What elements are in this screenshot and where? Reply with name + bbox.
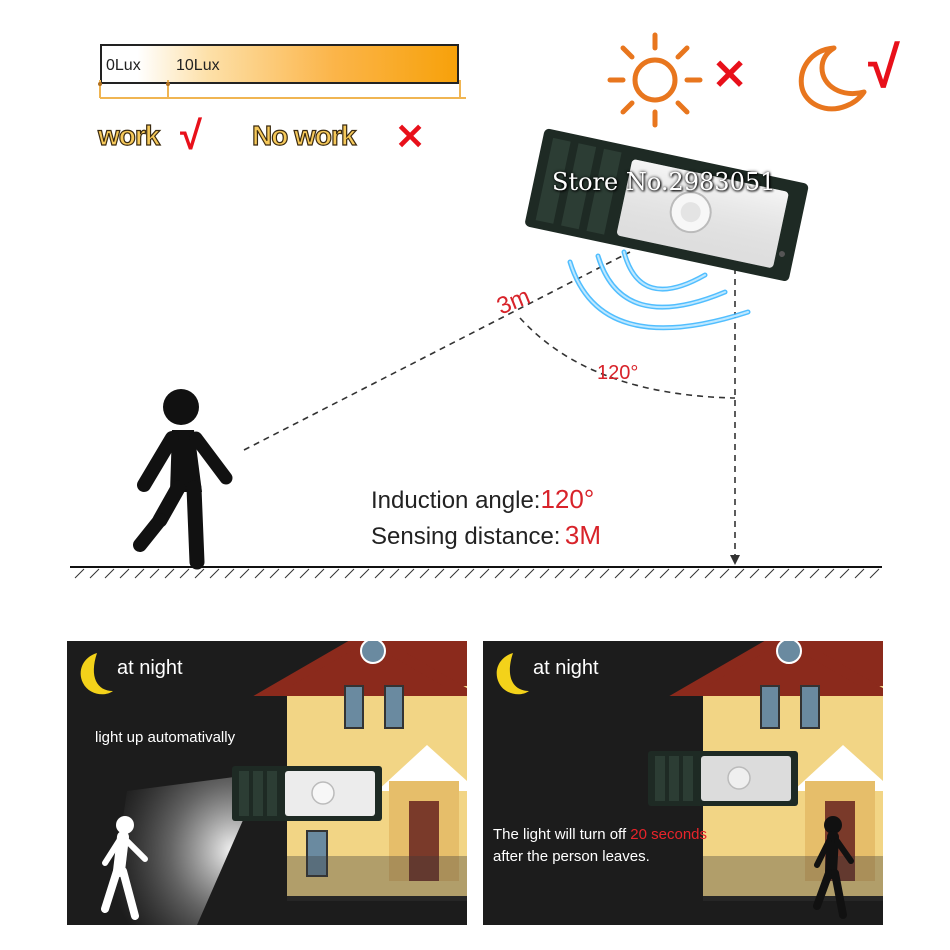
- moon-icon: [496, 653, 529, 695]
- nowork-label: No work: [251, 119, 357, 151]
- sensing-distance-label: Sensing distance:: [371, 523, 561, 550]
- induction-angle-line: Induction angle:120°: [371, 484, 594, 515]
- lux-scale-bar: [100, 44, 459, 84]
- panel2-caption: The light will turn off 20 seconds after…: [493, 826, 708, 865]
- moon-icon: [798, 45, 867, 112]
- nowork-cross-icon: ✕: [395, 116, 426, 157]
- induction-angle-label: Induction angle:: [371, 487, 541, 514]
- walking-person-icon: [133, 389, 233, 570]
- moon-check-icon: √: [868, 35, 900, 100]
- induction-angle-value: 120°: [540, 484, 595, 514]
- panel1-title: at night: [117, 657, 183, 679]
- dark-person-icon: [813, 816, 854, 919]
- sun-icon: [607, 32, 703, 128]
- store-watermark: Store No.2983051: [552, 168, 776, 196]
- sensor-lamp-small: [648, 751, 798, 806]
- sun-cross-icon: ✕: [712, 51, 748, 98]
- lux-range-brackets: [98, 80, 466, 99]
- sensor-lamp-small: [232, 766, 382, 821]
- night-light-on-panel: at night light up automativally: [67, 641, 467, 925]
- lux-threshold-label: 10Lux: [176, 57, 220, 74]
- sensing-distance-line: Sensing distance: 3M: [371, 520, 601, 551]
- sensor-diagram: [70, 128, 882, 579]
- moon-icon: [80, 653, 113, 695]
- sensor-lamp-icon: [525, 128, 809, 282]
- panel1-caption: light up automativally: [95, 729, 236, 746]
- work-check-icon: √: [180, 114, 202, 158]
- timeout-highlight: 20 seconds: [630, 826, 708, 843]
- angle-label: 120°: [597, 362, 639, 384]
- work-label: work: [97, 119, 161, 151]
- night-light-off-panel: at night The light will turn off 20 seco…: [483, 641, 883, 925]
- white-person-icon: [101, 816, 148, 920]
- lux-start-label: 0Lux: [106, 57, 141, 74]
- sensing-distance-value: 3M: [564, 520, 602, 550]
- panel2-title: at night: [533, 657, 599, 679]
